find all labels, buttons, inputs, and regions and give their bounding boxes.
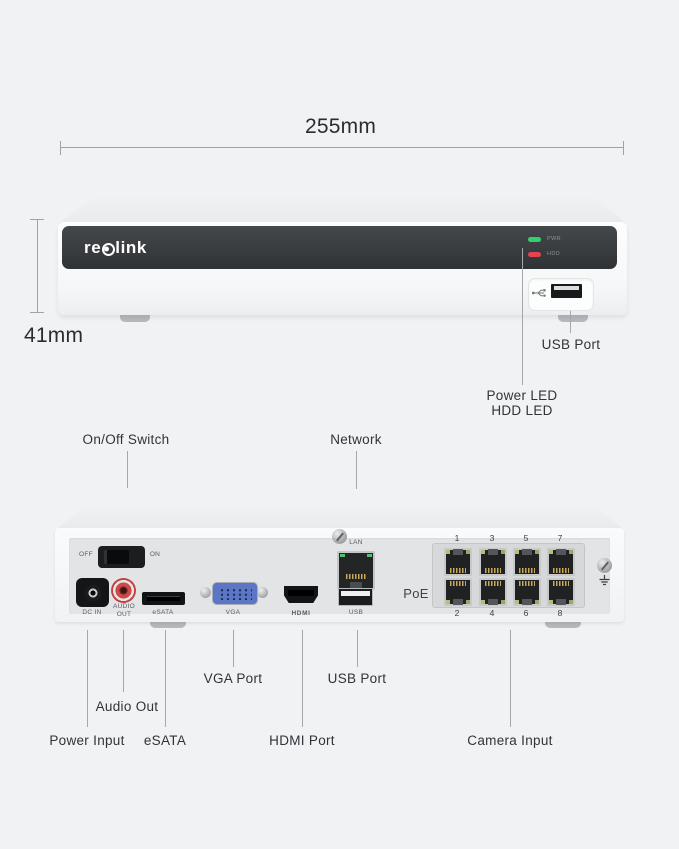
network-callout-line xyxy=(356,451,357,489)
vga-label: VGA xyxy=(225,609,241,616)
poe-port-7 xyxy=(547,548,575,576)
audio-out-port xyxy=(111,578,136,603)
usb-icon xyxy=(531,289,546,297)
hdmi-callout-line xyxy=(302,630,303,727)
poe-port-3 xyxy=(479,548,507,576)
width-dimension-tick-left xyxy=(60,141,61,155)
esata-callout-label: eSATA xyxy=(143,733,187,748)
lan-led-left xyxy=(340,554,345,557)
poe-port-4 xyxy=(479,578,507,606)
vga-screw-right xyxy=(257,587,268,598)
network-callout-label: Network xyxy=(330,432,382,447)
poe-number-1: 1 xyxy=(454,533,460,543)
poe-label: PoE xyxy=(403,586,429,601)
height-dimension-tick-top xyxy=(30,219,44,220)
dc-in-port xyxy=(76,578,109,607)
poe-port-8 xyxy=(547,578,575,606)
esata-label: eSATA xyxy=(152,609,174,616)
camera-input-callout-line xyxy=(510,630,511,727)
vga-connector xyxy=(212,582,258,605)
poe-number-6: 6 xyxy=(523,608,529,618)
esata-callout-line xyxy=(165,630,166,727)
hdmi-label: HDMI xyxy=(291,610,311,617)
back-foot-left xyxy=(150,620,186,628)
ground-icon xyxy=(599,575,610,586)
back-view: OFF ON DC IN AUDIO OUT eSATA VGA HDMI LA… xyxy=(55,497,625,632)
power-led-callout-label: Power LED xyxy=(486,388,558,403)
back-usb-label: USB xyxy=(348,609,364,616)
brand-logo-suffix: link xyxy=(115,238,147,257)
vga-pins xyxy=(218,587,252,600)
poe-number-7: 7 xyxy=(557,533,563,543)
front-foot-left xyxy=(120,314,150,322)
hdmi-port xyxy=(284,586,318,603)
usb-callout-label: USB Port xyxy=(327,671,387,686)
poe-number-2: 2 xyxy=(454,608,460,618)
front-foot-right xyxy=(558,314,588,322)
poe-port-1 xyxy=(444,548,472,576)
poe-port-2 xyxy=(444,578,472,606)
power-led-indicator xyxy=(528,237,541,242)
hdd-led-indicator xyxy=(528,252,541,257)
onoff-switch-callout-line xyxy=(127,451,128,488)
brand-logo-prefix: re xyxy=(84,238,102,257)
camera-input-callout-label: Camera Input xyxy=(467,733,553,748)
height-dimension-tick-bottom xyxy=(30,312,44,313)
esata-port xyxy=(142,592,185,605)
power-led-label: PWR xyxy=(547,236,562,242)
audio-out-callout-line xyxy=(123,630,124,692)
switch-on-label: ON xyxy=(149,551,161,558)
vga-port xyxy=(200,581,268,605)
lan-led-right xyxy=(367,554,372,557)
switch-off-label: OFF xyxy=(79,551,93,558)
screw-right xyxy=(597,558,612,573)
hdd-led-callout-label: HDD LED xyxy=(491,403,553,418)
power-input-callout-line xyxy=(87,630,88,727)
width-dimension-tick-right xyxy=(623,141,624,155)
onoff-switch xyxy=(98,546,145,568)
front-usb-port xyxy=(551,284,582,298)
poe-number-3: 3 xyxy=(489,533,495,543)
lan-label: LAN xyxy=(349,539,363,546)
back-foot-right xyxy=(545,620,581,628)
poe-port-bank xyxy=(432,543,585,608)
dc-in-label: DC IN xyxy=(82,609,102,616)
audio-out-callout-label: Audio Out xyxy=(95,699,159,714)
hdd-led-label: HDD xyxy=(547,251,561,257)
vga-callout-line xyxy=(233,630,234,667)
front-top-surface xyxy=(58,191,627,224)
poe-port-5 xyxy=(513,548,541,576)
height-dimension-label: 41mm xyxy=(24,324,84,347)
width-dimension-label: 255mm xyxy=(305,115,377,138)
brand-logo-o-icon xyxy=(101,242,115,256)
back-usb-port xyxy=(338,588,373,606)
back-top-surface xyxy=(55,500,624,530)
power-input-callout-label: Power Input xyxy=(49,733,125,748)
usb-callout-line xyxy=(357,630,358,667)
poe-number-8: 8 xyxy=(557,608,563,618)
front-usb-callout-label: USB Port xyxy=(541,337,601,352)
front-usb-callout-line xyxy=(570,311,571,333)
led-callout-line xyxy=(522,248,523,385)
poe-number-4: 4 xyxy=(489,608,495,618)
audio-out-label-line2: OUT xyxy=(116,611,132,618)
width-dimension-line xyxy=(60,147,624,148)
poe-number-5: 5 xyxy=(523,533,529,543)
lan-pins xyxy=(346,574,366,579)
front-dark-panel xyxy=(62,226,617,269)
lan-latch xyxy=(350,582,362,588)
lan-port xyxy=(337,551,375,590)
poe-port-6 xyxy=(513,578,541,606)
hdmi-callout-label: HDMI Port xyxy=(269,733,335,748)
vga-screw-left xyxy=(200,587,211,598)
vga-callout-label: VGA Port xyxy=(203,671,263,686)
height-dimension-line xyxy=(37,219,38,313)
screw-top-center xyxy=(332,529,347,544)
onoff-switch-callout-label: On/Off Switch xyxy=(82,432,170,447)
audio-out-label-line1: AUDIO xyxy=(112,603,136,610)
audio-out-label: AUDIO OUT xyxy=(113,603,135,619)
